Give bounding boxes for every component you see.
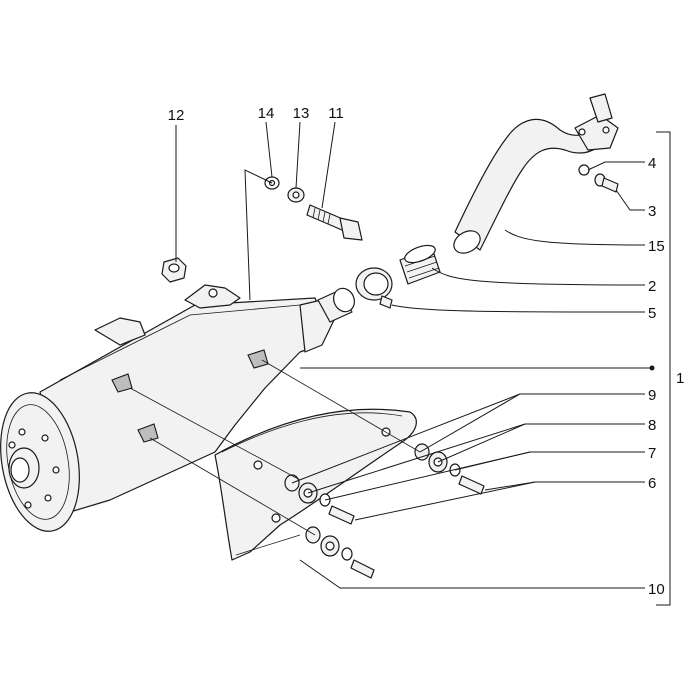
leader-lines (129, 121, 671, 606)
callout-1: 1 (676, 370, 684, 387)
callout-5: 5 (648, 305, 656, 322)
callout-15: 15 (648, 238, 665, 255)
assembly-dot (649, 365, 655, 371)
callout-11: 11 (328, 105, 344, 122)
bolt-assembly-11-13-14 (264, 176, 363, 241)
callout-7: 7 (648, 445, 656, 462)
clamp (355, 267, 393, 309)
heat-shield (214, 408, 417, 561)
gasket (399, 244, 441, 285)
callout-2: 2 (648, 278, 656, 295)
callout-9: 9 (648, 387, 656, 404)
callout-labels: 12 14 13 11 4 3 15 2 5 1 9 8 7 6 10 (168, 105, 685, 598)
callout-13: 13 (293, 105, 310, 122)
callout-12: 12 (168, 107, 185, 124)
nut-12 (161, 257, 187, 283)
exhaust-pipe (453, 93, 619, 254)
callout-3: 3 (648, 203, 656, 220)
callout-8: 8 (648, 417, 656, 434)
bolt-assembly-3-4 (578, 164, 619, 193)
muffler-body (0, 284, 355, 532)
callout-14: 14 (258, 105, 275, 122)
callout-6: 6 (648, 475, 656, 492)
callout-4: 4 (648, 155, 656, 172)
callout-10: 10 (648, 581, 665, 598)
